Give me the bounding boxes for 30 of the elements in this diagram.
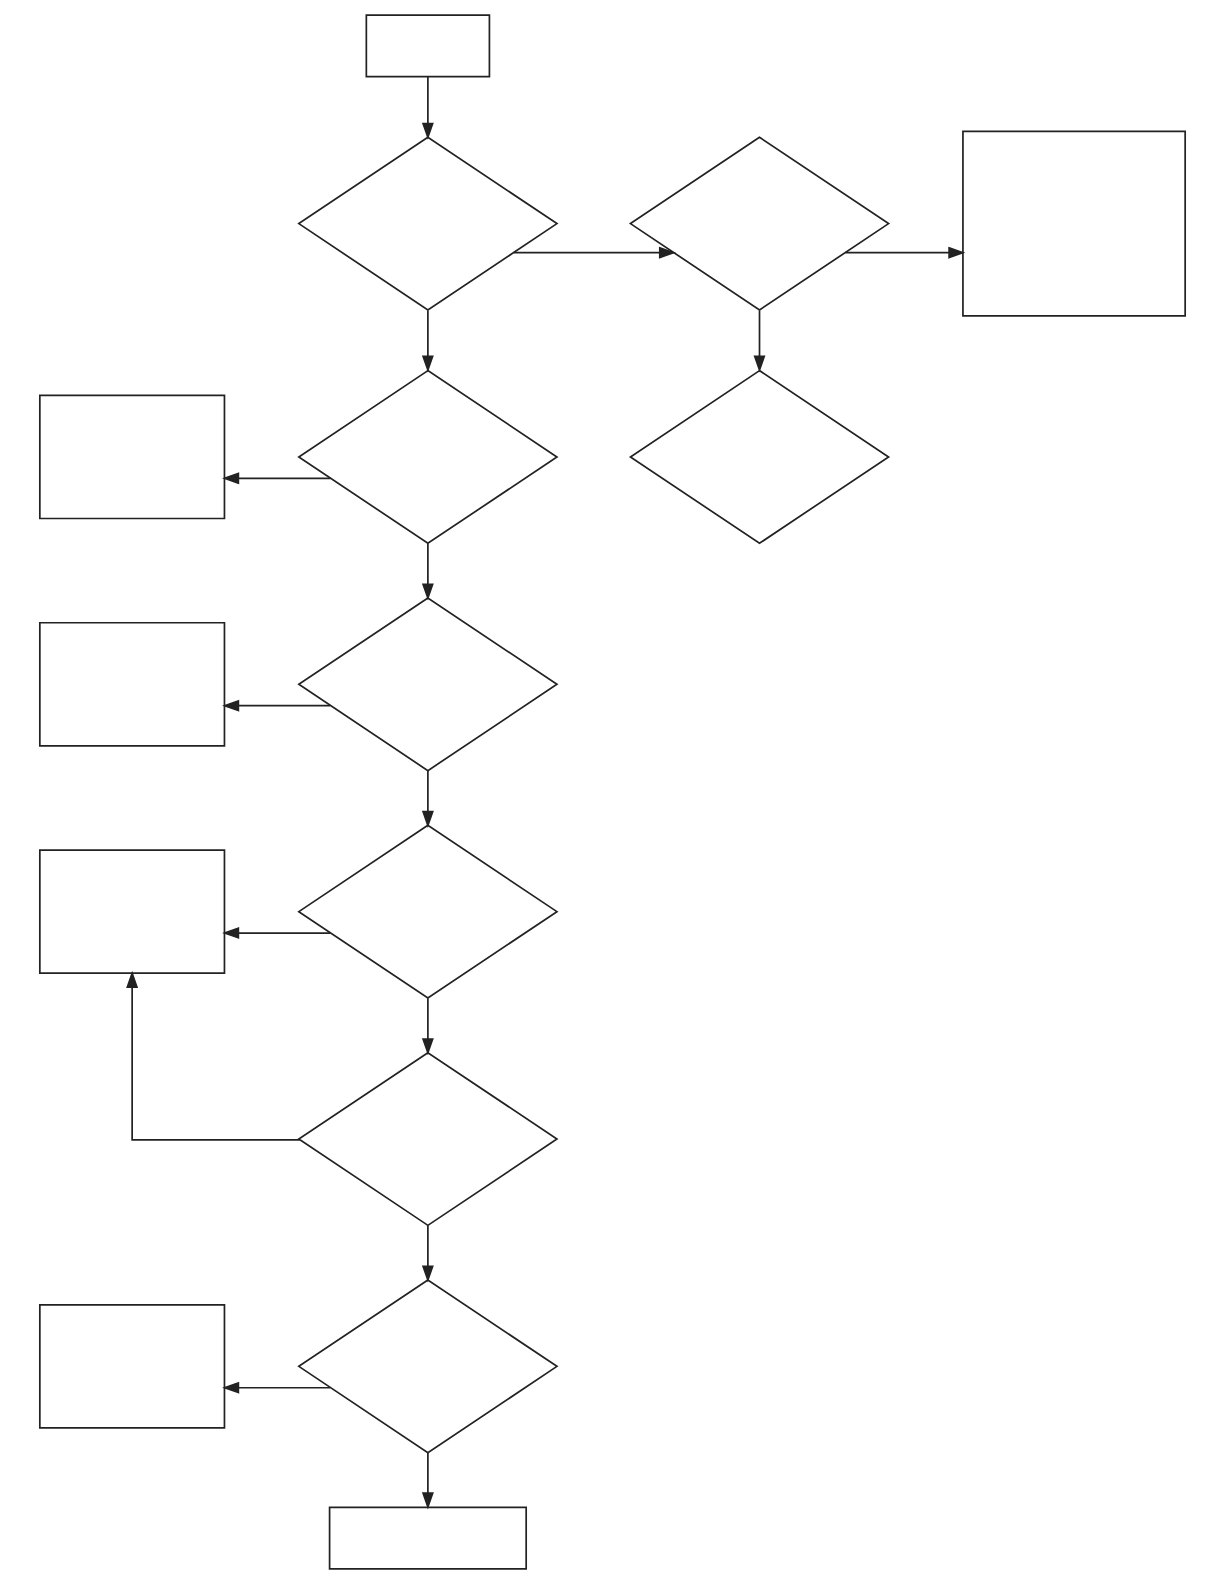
node-diamond bbox=[296, 1051, 558, 1227]
arrow bbox=[421, 997, 434, 1056]
arrow bbox=[125, 970, 301, 1141]
node-diamond bbox=[628, 369, 890, 545]
arrow bbox=[221, 699, 331, 712]
arrow bbox=[844, 246, 965, 259]
node-box bbox=[961, 130, 1186, 317]
arrow bbox=[421, 770, 434, 828]
arrow bbox=[421, 75, 434, 140]
node-box bbox=[38, 394, 225, 520]
node-box bbox=[328, 1506, 527, 1570]
node-box bbox=[38, 621, 225, 747]
arrow bbox=[421, 309, 434, 373]
arrow bbox=[753, 309, 765, 373]
node-diamond bbox=[628, 136, 890, 311]
arrow bbox=[221, 1381, 331, 1394]
node-box bbox=[38, 849, 225, 975]
arrow bbox=[421, 1224, 434, 1283]
node-diamond bbox=[296, 824, 558, 999]
arrow bbox=[512, 246, 676, 259]
arrow bbox=[221, 927, 331, 940]
node-diamond bbox=[296, 596, 558, 772]
node-diamond bbox=[296, 369, 558, 545]
node-diamond bbox=[296, 136, 558, 311]
node-box bbox=[365, 14, 490, 78]
arrow bbox=[421, 1451, 434, 1510]
arrow bbox=[221, 472, 331, 485]
node-diamond bbox=[296, 1279, 558, 1454]
node-box bbox=[38, 1303, 225, 1429]
arrow bbox=[421, 542, 434, 601]
